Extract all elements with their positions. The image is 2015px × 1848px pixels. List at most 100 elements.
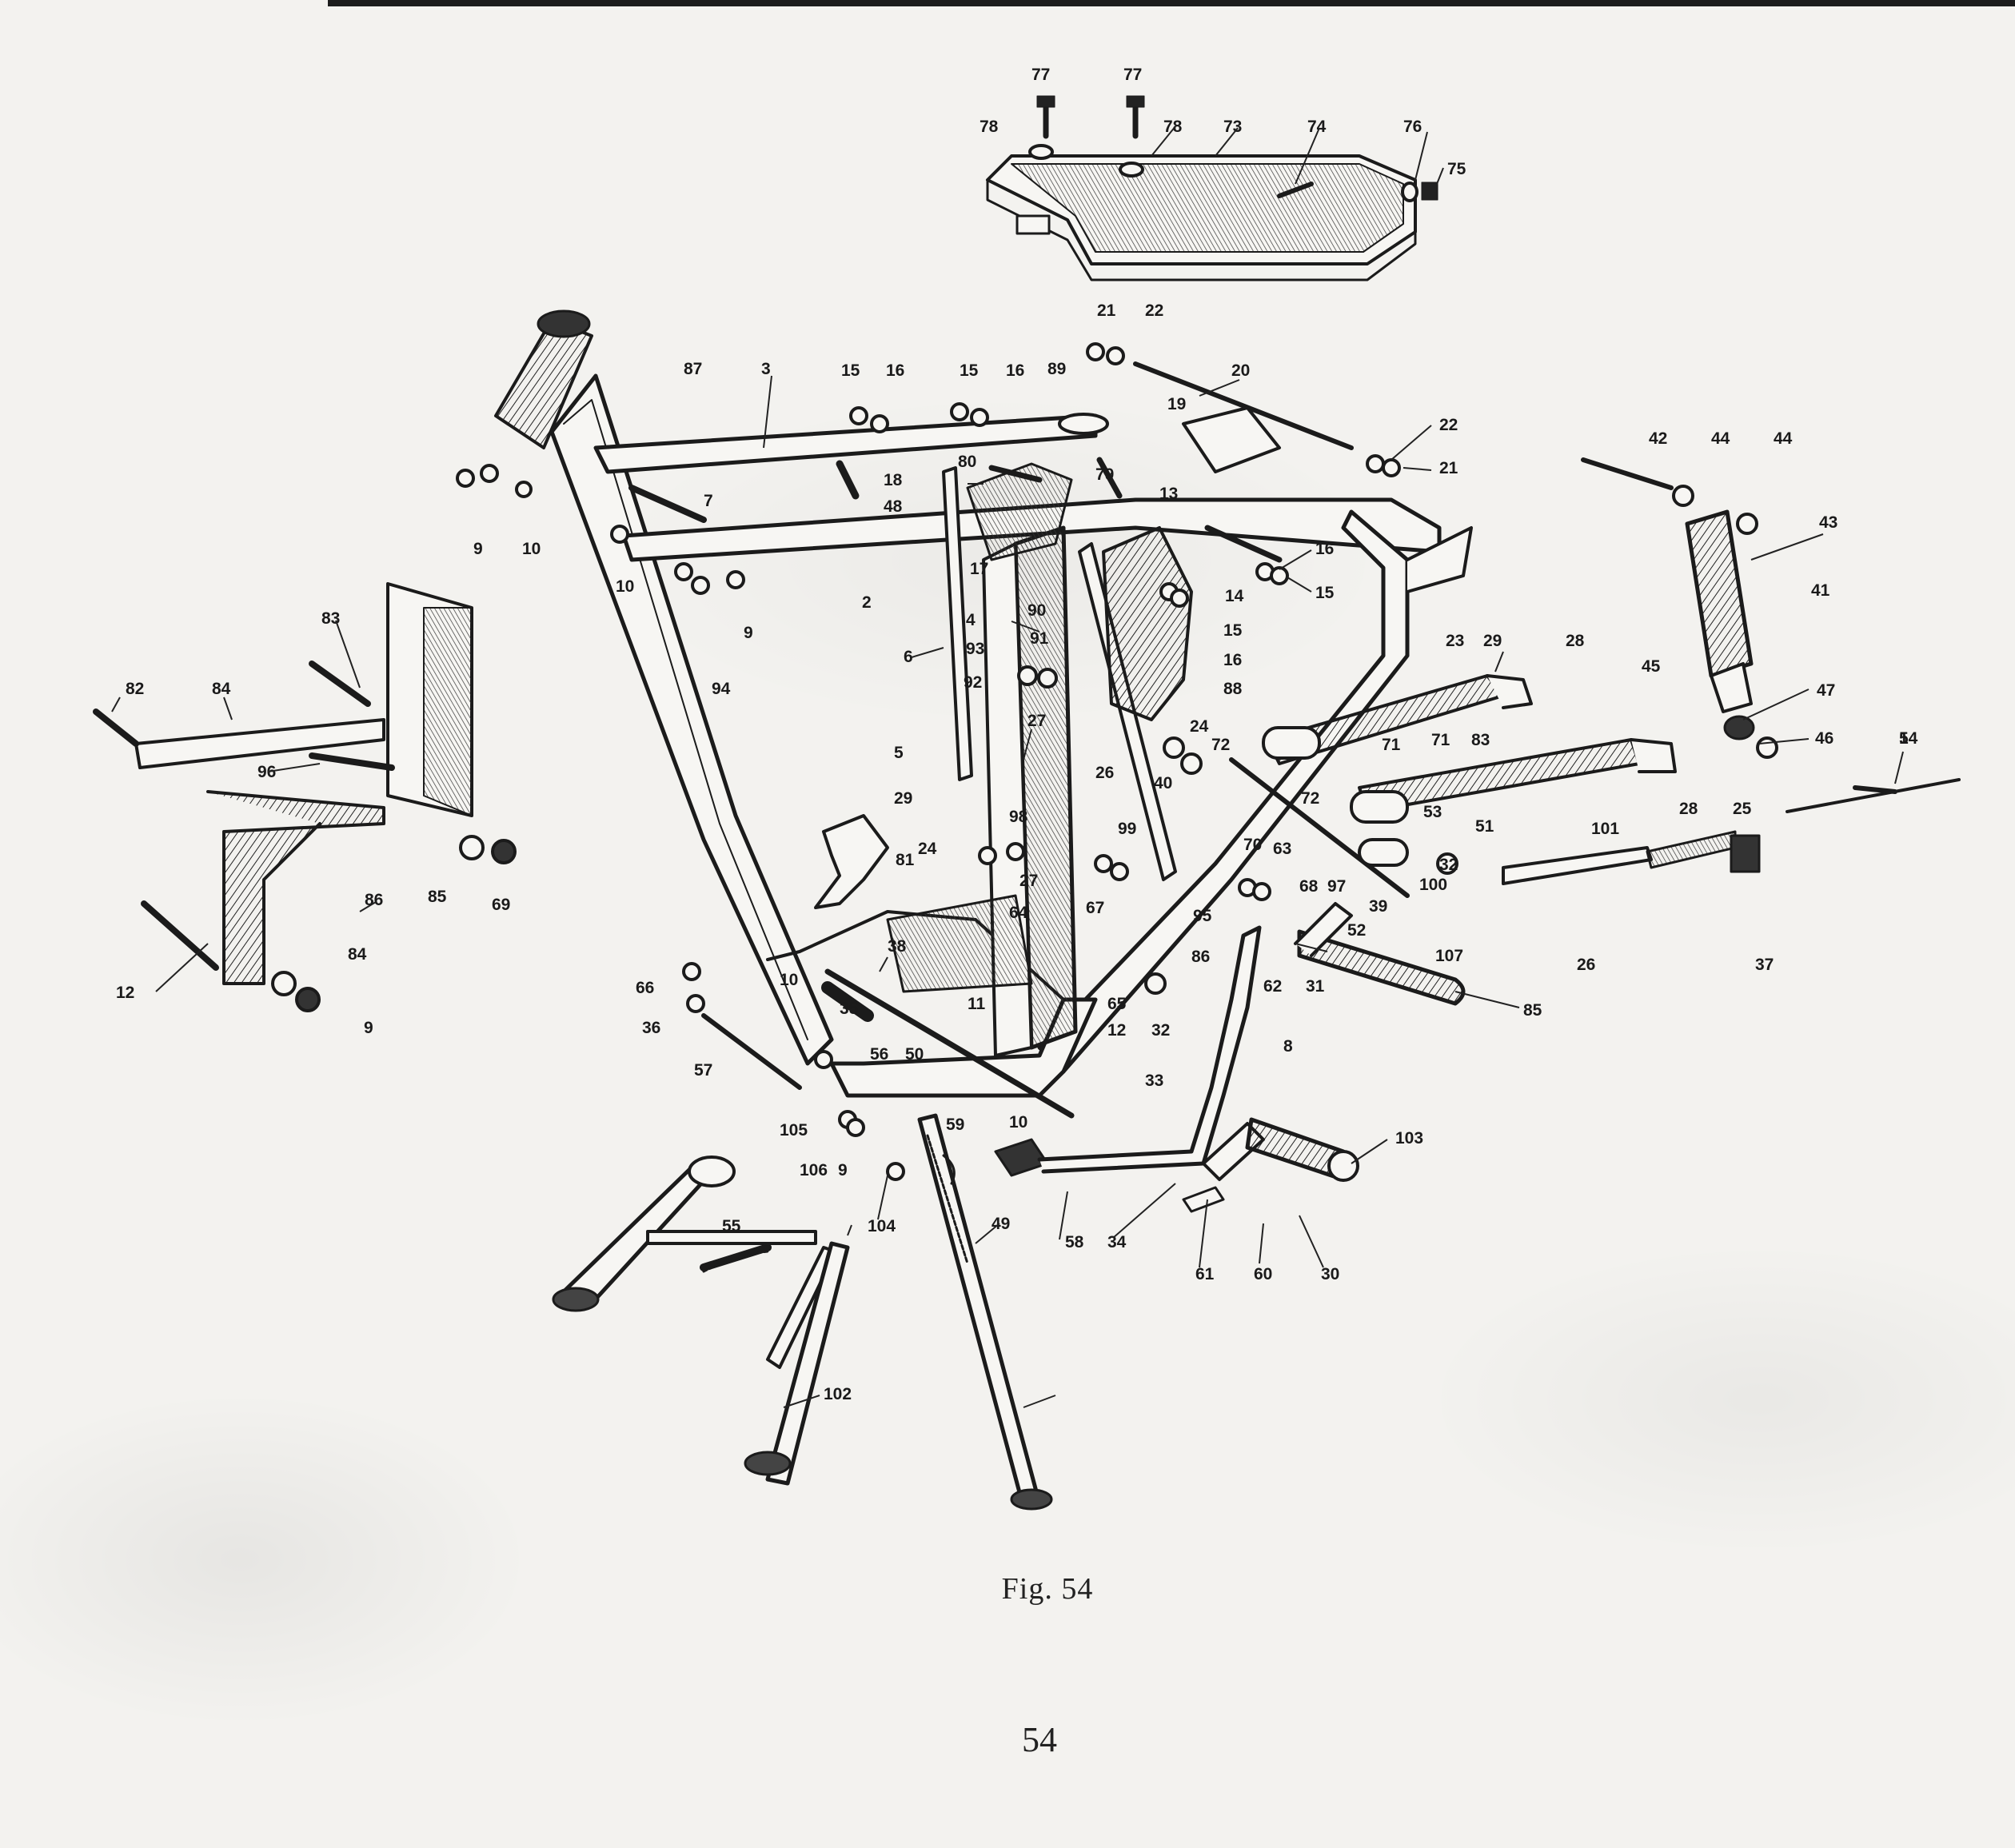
- callout: 50: [905, 1045, 924, 1064]
- callout: 16: [1223, 651, 1242, 669]
- callout: 78: [980, 118, 999, 136]
- callout: 80: [958, 453, 976, 471]
- callout: 39: [1369, 897, 1387, 916]
- callout: 57: [694, 1061, 712, 1080]
- callout: 83: [321, 609, 340, 628]
- callout: 36: [642, 1019, 660, 1037]
- callout: 72: [1211, 736, 1230, 754]
- callout: 99: [1118, 820, 1136, 838]
- callout: 2: [862, 593, 872, 612]
- kickstart: [1182, 1117, 1359, 1213]
- callout: 22: [1145, 301, 1163, 320]
- callout: 100: [1419, 876, 1447, 894]
- callout: 82: [126, 680, 144, 698]
- callout: 11: [968, 995, 986, 1013]
- swinging-arm: [1229, 674, 1677, 898]
- brake-pedal: [994, 925, 1262, 1177]
- callout: 9: [838, 1161, 848, 1179]
- callout: 51: [1475, 817, 1494, 836]
- callout: 9: [744, 624, 753, 642]
- callout: 18: [884, 471, 903, 489]
- callout: 17: [970, 560, 988, 578]
- callout: 27: [1027, 712, 1046, 730]
- top-rule: [328, 0, 2015, 6]
- callout: 35: [840, 1000, 859, 1018]
- callout: 9: [473, 540, 483, 558]
- callout: 12: [116, 984, 134, 1002]
- callout: 33: [1145, 1072, 1163, 1090]
- callout: 13: [1159, 485, 1178, 503]
- callout: 86: [1191, 948, 1210, 966]
- callout: 32: [1151, 1021, 1170, 1040]
- main-frame: [494, 309, 1473, 1098]
- callout: 56: [870, 1045, 888, 1064]
- callout: 32: [1439, 856, 1458, 874]
- callout: 24: [918, 840, 937, 858]
- callout: 95: [1193, 907, 1212, 925]
- callout: 21: [1439, 459, 1458, 477]
- leader-lines: [111, 126, 1904, 1408]
- callout: 53: [1423, 803, 1442, 821]
- callout: 29: [894, 789, 912, 808]
- part-callouts: 77 77 78 78 73 74 76 75 21 22 87 3 15 16…: [116, 66, 1918, 1403]
- callout: 9: [364, 1019, 373, 1037]
- callout: 87: [684, 360, 702, 378]
- callout: 49: [992, 1215, 1010, 1233]
- callout: 7: [704, 492, 713, 510]
- callout: 25: [1733, 800, 1752, 818]
- page-number: 54: [1022, 1720, 1057, 1759]
- callout: 10: [522, 540, 541, 558]
- tray-part: [986, 154, 1417, 281]
- suspension-unit: [1581, 457, 1755, 740]
- callout: 105: [780, 1121, 808, 1140]
- callout: 15: [1223, 621, 1243, 640]
- callout: 58: [1065, 1233, 1084, 1251]
- callout: 71: [1382, 736, 1401, 754]
- callout: 44: [1774, 429, 1793, 448]
- callout: 14: [1225, 587, 1244, 605]
- callout: 15: [1315, 584, 1335, 602]
- callout: 54: [1899, 729, 1918, 748]
- callout: 67: [1086, 899, 1104, 917]
- callout: 66: [636, 979, 654, 997]
- callout: 94: [712, 680, 731, 698]
- spindles: [628, 457, 1283, 1119]
- callout: 37: [1755, 956, 1774, 974]
- callout: 28: [1566, 632, 1585, 650]
- prop-stand: [917, 1113, 1053, 1511]
- callout: 90: [1027, 601, 1046, 620]
- callout: 77: [1031, 66, 1050, 84]
- callout: 16: [1315, 540, 1334, 558]
- callout: 10: [780, 971, 798, 989]
- callout: 79: [1095, 465, 1114, 484]
- callout: 6: [904, 648, 913, 666]
- callout: 84: [212, 680, 231, 698]
- callout: 107: [1435, 947, 1463, 965]
- callout: 98: [1009, 808, 1028, 826]
- callout: 77: [1123, 66, 1142, 84]
- callout: 84: [348, 945, 367, 964]
- callout: 20: [1231, 361, 1250, 380]
- callout: 47: [1817, 681, 1835, 700]
- callout: 75: [1447, 160, 1466, 178]
- callout: 1: [1899, 729, 1909, 748]
- callout: 16: [1006, 361, 1024, 380]
- callout: 15: [841, 361, 860, 380]
- callout: 46: [1815, 729, 1833, 748]
- callout: 41: [1811, 581, 1830, 600]
- callout: 70: [1243, 836, 1262, 854]
- callout: 31: [1306, 977, 1325, 996]
- callout: 23: [1446, 632, 1464, 650]
- callout: 68: [1299, 877, 1319, 896]
- callout: 38: [888, 937, 907, 956]
- callout: 55: [722, 1217, 741, 1235]
- callout: 101: [1591, 820, 1619, 838]
- callout: 12: [1107, 1021, 1126, 1040]
- callout: 34: [1107, 1233, 1127, 1251]
- callout: 42: [1649, 429, 1667, 448]
- callout: 3: [761, 360, 771, 378]
- callout: 88: [1223, 680, 1243, 698]
- callout: 91: [1030, 629, 1049, 648]
- callout: 65: [1107, 995, 1127, 1013]
- callout: 60: [1254, 1265, 1272, 1283]
